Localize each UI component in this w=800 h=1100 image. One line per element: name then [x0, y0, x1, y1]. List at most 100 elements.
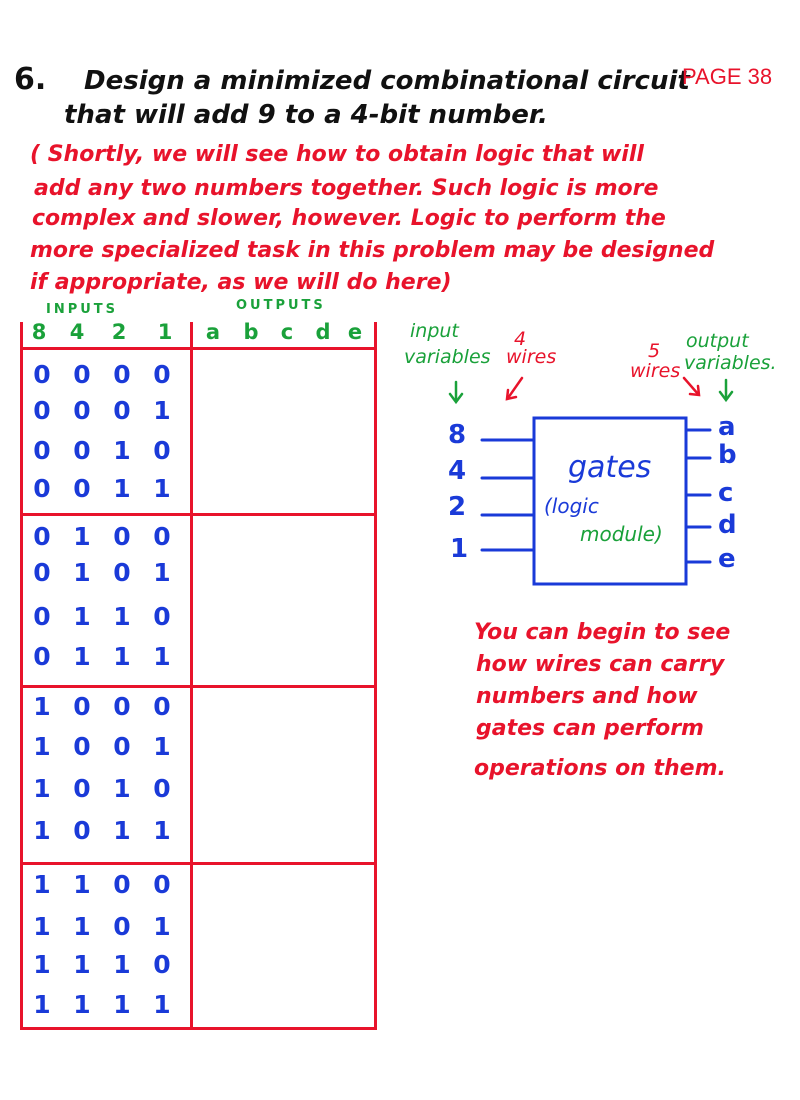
table-cell: 0 — [153, 602, 171, 631]
table-cell: 0 — [33, 602, 51, 631]
output-header-e: e — [347, 320, 363, 344]
output-header-a: a — [205, 320, 221, 344]
table-cell: 0 — [153, 774, 171, 803]
table-cell: 1 — [113, 816, 131, 845]
table-cell: 1 — [113, 950, 131, 979]
table-bottom-line — [20, 1027, 377, 1030]
output-pin-b: b — [718, 440, 737, 470]
table-cell: 1 — [113, 642, 131, 671]
table-cell: 1 — [73, 522, 91, 551]
side-note-line: numbers and how — [476, 684, 698, 709]
table-right-border — [374, 322, 377, 1030]
note-line: more specialized task in this problem ma… — [30, 238, 715, 263]
table-cell: 0 — [33, 522, 51, 551]
table-cell: 1 — [113, 774, 131, 803]
table-cell: 0 — [113, 360, 131, 389]
table-cell: 1 — [33, 950, 51, 979]
table-cell: 0 — [73, 692, 91, 721]
input-pin-4: 4 — [448, 456, 467, 486]
table-cell: 1 — [33, 816, 51, 845]
outputs-label: OUTPUTS — [236, 298, 326, 313]
gates-box — [532, 416, 688, 586]
table-cell: 0 — [73, 732, 91, 761]
table-cell: 0 — [113, 558, 131, 587]
table-cell: 0 — [113, 912, 131, 941]
table-cell: 1 — [33, 990, 51, 1019]
table-cell: 0 — [33, 474, 51, 503]
input-variables-label-2: variables — [404, 346, 491, 368]
table-cell: 1 — [153, 732, 171, 761]
table-cell: 1 — [153, 642, 171, 671]
table-cell: 1 — [113, 436, 131, 465]
arrow-down-icon — [448, 380, 464, 405]
table-cell: 0 — [33, 436, 51, 465]
side-note-line: gates can perform — [476, 716, 704, 741]
table-cell: 0 — [73, 774, 91, 803]
table-cell: 0 — [153, 950, 171, 979]
table-cell: 1 — [153, 474, 171, 503]
table-cell: 1 — [153, 912, 171, 941]
output-variables-label-1: output — [686, 330, 749, 352]
table-header-line — [20, 347, 377, 350]
problem-line-2: that will add 9 to a 4-bit number. — [64, 100, 548, 130]
table-cell: 1 — [33, 692, 51, 721]
table-group-line — [20, 685, 377, 688]
problem-number: 6. — [14, 62, 47, 97]
problem-line-1: Design a minimized combinational circuit — [84, 66, 690, 96]
table-cell: 1 — [153, 558, 171, 587]
gates-title: gates — [568, 450, 652, 485]
output-pin-d: d — [718, 510, 737, 540]
inputs-label: INPUTS — [46, 302, 119, 317]
table-cell: 1 — [33, 912, 51, 941]
page-label: PAGE 38 — [682, 64, 773, 89]
table-cell: 0 — [113, 522, 131, 551]
arrow-down-icon — [718, 378, 734, 403]
table-cell: 0 — [73, 436, 91, 465]
table-cell: 0 — [113, 692, 131, 721]
table-cell: 1 — [73, 870, 91, 899]
note-line: complex and slower, however. Logic to pe… — [32, 206, 666, 231]
table-cell: 1 — [113, 602, 131, 631]
table-cell: 1 — [153, 990, 171, 1019]
input-variables-label-1: input — [410, 320, 459, 342]
table-group-line — [20, 513, 377, 516]
table-cell: 1 — [73, 912, 91, 941]
table-cell: 0 — [73, 396, 91, 425]
arrow-down-left-icon — [505, 376, 524, 401]
input-wires-word: wires — [506, 346, 557, 368]
side-note-line: how wires can carry — [476, 652, 725, 677]
table-cell: 1 — [73, 602, 91, 631]
table-cell: 0 — [73, 474, 91, 503]
input-wires-count: 4 — [514, 328, 527, 350]
table-cell: 0 — [33, 396, 51, 425]
table-cell: 0 — [33, 558, 51, 587]
table-cell: 0 — [153, 870, 171, 899]
input-pin-1: 1 — [450, 534, 469, 564]
side-note-line: operations on them. — [474, 756, 726, 781]
table-cell: 1 — [73, 558, 91, 587]
table-cell: 1 — [153, 816, 171, 845]
output-wires-word: wires — [630, 360, 681, 382]
table-cell: 0 — [33, 642, 51, 671]
table-divider — [190, 322, 193, 1030]
table-cell: 1 — [73, 990, 91, 1019]
gates-subtitle-2: module) — [580, 522, 663, 546]
output-header-d: d — [315, 320, 331, 344]
table-cell: 0 — [73, 360, 91, 389]
note-line: if appropriate, as we will do here) — [30, 270, 452, 295]
input-pin-2: 2 — [448, 492, 467, 522]
output-pin-c: c — [718, 478, 734, 508]
note-line: ( Shortly, we will see how to obtain log… — [30, 142, 644, 167]
input-header-4: 4 — [69, 320, 85, 344]
table-cell: 1 — [33, 732, 51, 761]
